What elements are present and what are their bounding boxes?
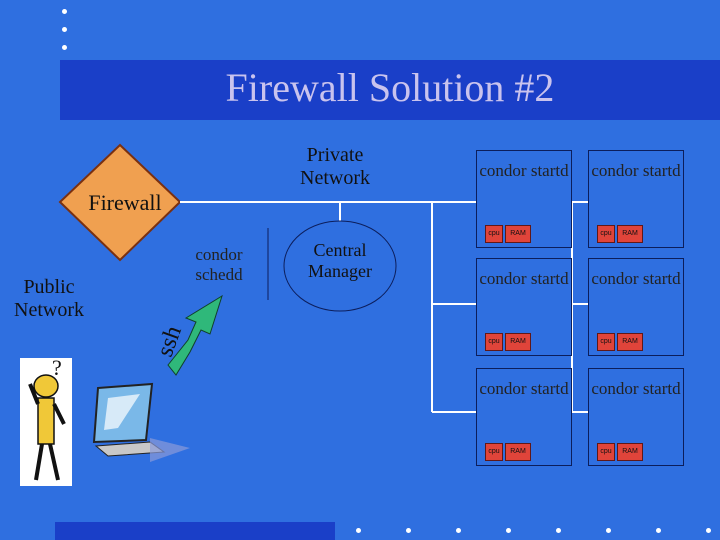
cpu-chip: cpu bbox=[485, 443, 503, 461]
startd-label: condor startd bbox=[479, 269, 569, 288]
decor-dot bbox=[62, 27, 67, 32]
decor-dot bbox=[656, 528, 661, 533]
schedd-label: condor schedd bbox=[195, 245, 243, 284]
decor-dot bbox=[356, 528, 361, 533]
public-network-label: Public Network bbox=[14, 276, 84, 321]
ram-chip: RAM bbox=[617, 443, 643, 461]
decor-dot bbox=[62, 45, 67, 50]
startd-label: condor startd bbox=[591, 269, 681, 288]
ram-chip: RAM bbox=[617, 333, 643, 351]
private-network-label: Private Network bbox=[300, 144, 370, 189]
monitor-glare bbox=[104, 394, 140, 430]
startd-label: condor startd bbox=[591, 379, 681, 398]
person-arm bbox=[28, 383, 40, 405]
person-body bbox=[37, 397, 55, 445]
person-arm bbox=[52, 403, 66, 425]
ram-chip: RAM bbox=[505, 443, 531, 461]
startd-label: condor startd bbox=[591, 161, 681, 180]
person-leg bbox=[34, 443, 44, 481]
ram-chip: RAM bbox=[505, 225, 531, 243]
decor-dot bbox=[556, 528, 561, 533]
cpu-chip: cpu bbox=[485, 225, 503, 243]
decor-dot bbox=[62, 9, 67, 14]
central-manager-node bbox=[283, 220, 397, 312]
decor-dot bbox=[706, 528, 711, 533]
ram-chip: RAM bbox=[505, 333, 531, 351]
ram-chip: RAM bbox=[617, 225, 643, 243]
cpu-chip: cpu bbox=[597, 333, 615, 351]
decor-dot bbox=[456, 528, 461, 533]
startd-label: condor startd bbox=[479, 379, 569, 398]
decor-dot bbox=[406, 528, 411, 533]
title-bar bbox=[60, 60, 720, 120]
cpu-chip: cpu bbox=[485, 333, 503, 351]
firewall-label: Firewall bbox=[88, 190, 162, 215]
decor-dot bbox=[506, 528, 511, 533]
ssh-arrow bbox=[167, 294, 223, 376]
question-mark: ? bbox=[52, 355, 62, 380]
person-leg bbox=[48, 443, 60, 481]
bottom-bar bbox=[55, 522, 335, 540]
person-head bbox=[33, 374, 59, 398]
firewall-diamond bbox=[58, 143, 182, 262]
monitor-shadow bbox=[150, 438, 190, 462]
central-manager-label: Central Manager bbox=[308, 240, 372, 281]
cpu-chip: cpu bbox=[597, 225, 615, 243]
decor-dot bbox=[606, 528, 611, 533]
cpu-chip: cpu bbox=[597, 443, 615, 461]
slide-title: Firewall Solution #2 bbox=[225, 65, 555, 110]
startd-label: condor startd bbox=[479, 161, 569, 180]
